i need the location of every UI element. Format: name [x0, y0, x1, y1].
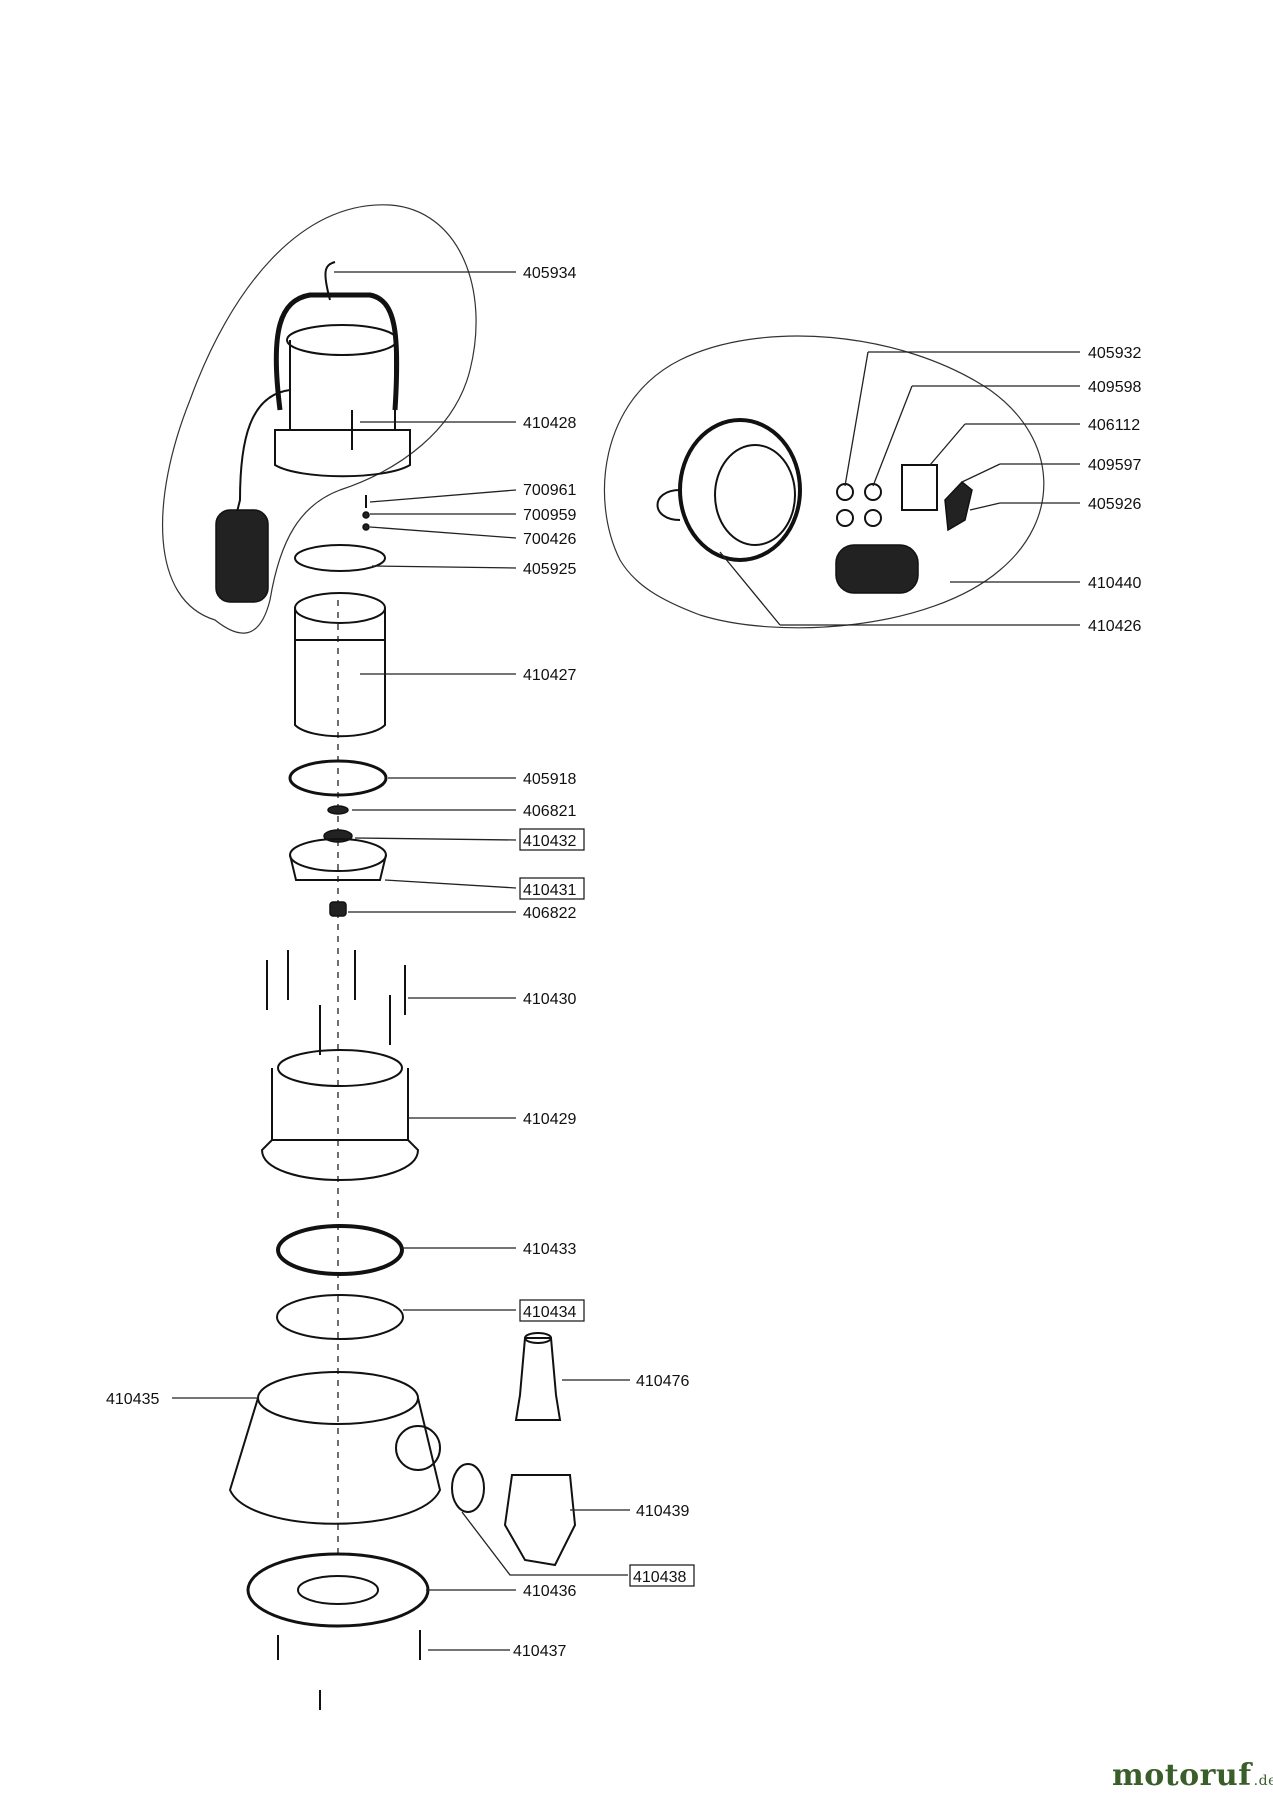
part-410440-float [835, 544, 919, 594]
label-700426: 700426 [523, 531, 576, 548]
label-410434: 410434 [523, 1304, 576, 1321]
label-410429: 410429 [523, 1111, 576, 1128]
label-410432: 410432 [523, 833, 576, 850]
part-410428-motor-cover [274, 324, 411, 478]
label-box-410432 [519, 828, 585, 851]
part-410434-o-ring [276, 1294, 404, 1340]
label-410431: 410431 [523, 882, 576, 899]
label-410440: 410440 [1088, 575, 1141, 592]
label-410438: 410438 [633, 1569, 686, 1586]
brand-suffix: .de [1253, 1773, 1273, 1789]
part-410435-base [228, 1371, 442, 1525]
leader-lines [172, 271, 1080, 1651]
part-409597-clamp [944, 480, 973, 532]
brand-watermark: motoruf.de [1112, 1758, 1273, 1793]
label-410428: 410428 [523, 415, 576, 432]
part-406112-block [901, 464, 938, 511]
label-box-410438 [629, 1564, 695, 1587]
label-700959: 700959 [523, 507, 576, 524]
part-406821-washer [327, 805, 349, 815]
part-410427-motor-body [294, 592, 386, 738]
label-410476: 410476 [636, 1373, 689, 1390]
detail-cloud-outline-left [162, 204, 477, 634]
label-410433: 410433 [523, 1241, 576, 1258]
label-410439: 410439 [636, 1503, 689, 1520]
part-side-o-ring [451, 1463, 485, 1513]
part-410436-bottom-plate [246, 1552, 430, 1628]
label-410435: 410435 [106, 1391, 159, 1408]
label-406112: 406112 [1088, 417, 1140, 434]
part-410431-impeller [289, 838, 387, 881]
detail-cloud-outline-right [603, 335, 1045, 629]
label-410430: 410430 [523, 991, 576, 1008]
label-box-410431 [519, 877, 585, 900]
part-small-screws [362, 495, 370, 531]
label-410427: 410427 [523, 667, 576, 684]
brand-name: motoruf [1112, 1758, 1252, 1793]
part-410437-screws [277, 1630, 421, 1710]
label-410436: 410436 [523, 1583, 576, 1600]
part-406822-nut [329, 901, 347, 917]
part-410426-switch-housing [656, 418, 802, 562]
label-410426: 410426 [1088, 618, 1141, 635]
label-box-410434 [519, 1299, 585, 1322]
part-405932-409598-terminals [836, 483, 882, 527]
label-700961: 700961 [523, 482, 576, 499]
part-410476-hose-connector [514, 1332, 562, 1421]
label-405918: 405918 [523, 771, 576, 788]
part-410433-ring [276, 1224, 404, 1276]
label-409598: 409598 [1088, 379, 1141, 396]
label-410437: 410437 [513, 1643, 566, 1660]
label-405932: 405932 [1088, 345, 1141, 362]
part-410439-valve [503, 1474, 577, 1567]
float-switch-left [215, 509, 269, 603]
part-405925-gasket [294, 544, 386, 572]
label-405926: 405926 [1088, 496, 1141, 513]
part-405918-o-ring [288, 759, 388, 797]
part-405934-handle [234, 261, 400, 521]
part-410430-screws [266, 950, 406, 1055]
label-409597: 409597 [1088, 457, 1141, 474]
label-406821: 406821 [523, 803, 576, 820]
part-410429-pump-housing [260, 1049, 420, 1181]
label-406822: 406822 [523, 905, 576, 922]
label-405934: 405934 [523, 265, 576, 282]
label-405925: 405925 [523, 561, 576, 578]
